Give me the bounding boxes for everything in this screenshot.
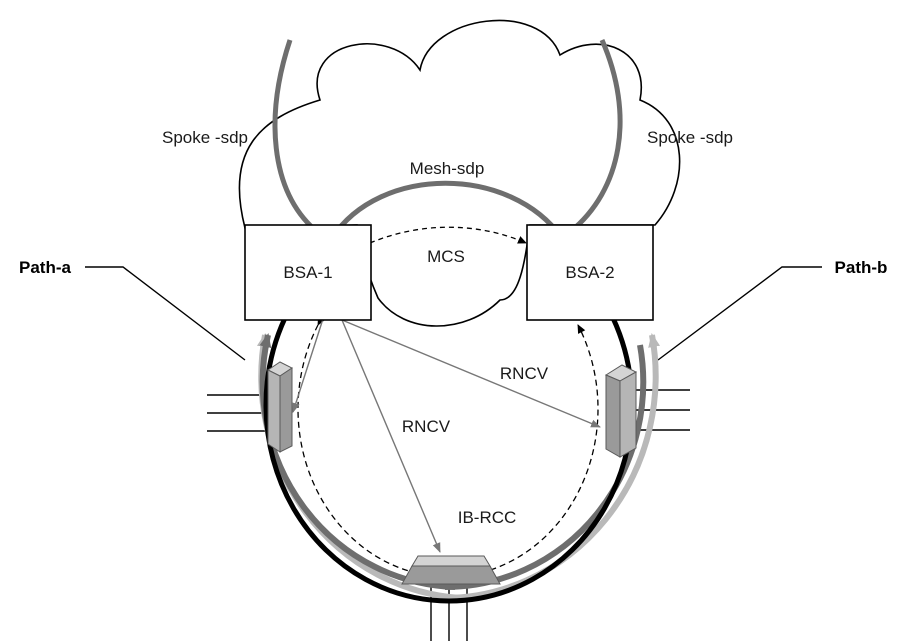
path-a-leader-line xyxy=(85,266,246,361)
mcs-dashed-arrow xyxy=(361,226,527,250)
rncv-center-label: RNCV xyxy=(402,417,451,436)
path-b-light-arc xyxy=(439,333,661,602)
ring-device-right xyxy=(604,364,638,458)
spoke-sdp-left xyxy=(272,39,317,232)
bsa-2-node: BSA-2 xyxy=(526,224,654,321)
ib-rcc-dashed-ring xyxy=(297,316,599,578)
path-b-label: Path-b xyxy=(835,258,888,277)
bsa-1-node: BSA-1 xyxy=(244,224,372,321)
mesh-sdp-label: Mesh-sdp xyxy=(410,159,485,178)
spoke-sdp-right xyxy=(568,38,623,234)
mesh-sdp-line xyxy=(329,180,565,240)
tail-lines-left xyxy=(207,394,268,432)
spoke-sdp-left-label: Spoke -sdp xyxy=(162,128,248,147)
rncv-arrows xyxy=(291,312,601,553)
ib-rcc-label: IB-RCC xyxy=(458,508,517,527)
spoke-sdp-right-label: Spoke -sdp xyxy=(647,128,733,147)
rncv-right-label: RNCV xyxy=(500,364,549,383)
ring-device-left xyxy=(267,361,293,453)
ring-device-bottom xyxy=(401,555,501,585)
bsa-1-label: BSA-1 xyxy=(283,263,332,282)
mcs-label: MCS xyxy=(427,247,465,266)
path-b-leader-line xyxy=(657,266,822,361)
path-a-label: Path-a xyxy=(19,258,72,277)
bsa-2-label: BSA-2 xyxy=(565,263,614,282)
